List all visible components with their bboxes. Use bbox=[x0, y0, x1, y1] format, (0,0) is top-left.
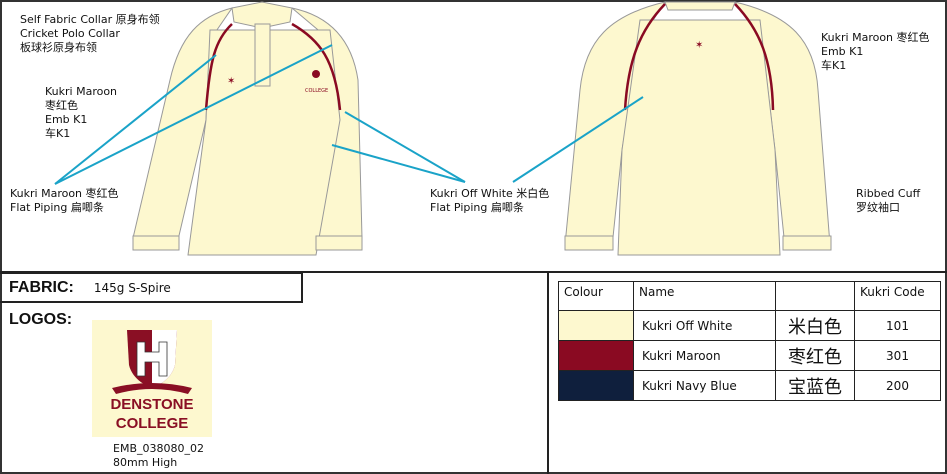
back-shirt: ✶ bbox=[564, 1, 832, 256]
table-row: Kukri Navy Blue 宝蓝色 200 bbox=[558, 370, 941, 401]
annotation-line: Ribbed Cuff bbox=[856, 187, 921, 200]
logo-code: EMB_038080_02 bbox=[113, 442, 204, 455]
placket bbox=[254, 23, 271, 87]
annotation-line: Cricket Polo Collar bbox=[20, 27, 120, 40]
annotation-line: Kukri Maroon 枣红色 bbox=[10, 187, 119, 200]
back-left-cuff bbox=[564, 235, 614, 251]
divider-horizontal bbox=[0, 271, 947, 273]
annotation-line: 车K1 bbox=[821, 59, 847, 72]
annotation-line: 车K1 bbox=[45, 127, 71, 140]
maroon-piping-back bbox=[623, 3, 775, 111]
colour-name: Kukri Navy Blue bbox=[633, 370, 776, 401]
annotation-line: Emb K1 bbox=[45, 113, 88, 126]
front-left-cuff bbox=[132, 235, 180, 251]
colour-name-cn: 米白色 bbox=[775, 310, 855, 341]
collar-annotation: Self Fabric Collar 原身布领 Cricket Polo Col… bbox=[20, 13, 160, 55]
colour-name-cn: 枣红色 bbox=[775, 340, 855, 371]
annotation-line: Self Fabric Collar 原身布领 bbox=[20, 13, 160, 26]
logo-text-line: COLLEGE bbox=[115, 415, 189, 432]
annotation-line: Flat Piping 扁唧条 bbox=[10, 201, 104, 214]
front-emb-annotation: Kukri Maroon 枣红色 Emb K1 车K1 bbox=[45, 85, 117, 141]
offwhite-piping-annotation: Kukri Off White 米白色 Flat Piping 扁唧条 bbox=[430, 187, 549, 215]
denstone-logo: DENSTONE COLLEGE bbox=[92, 320, 212, 437]
garment-drawings: ✶ COLLEGE ✶ bbox=[54, 1, 832, 256]
svg-text:COLLEGE: COLLEGE bbox=[305, 88, 328, 94]
header-blank bbox=[775, 281, 855, 311]
logo-caption: EMB_038080_02 80mm High bbox=[113, 442, 204, 470]
colour-swatch bbox=[558, 370, 634, 401]
logos-label: LOGOS: bbox=[9, 311, 73, 328]
fabric-value: 145g S-Spire bbox=[93, 280, 171, 295]
colour-code: 101 bbox=[854, 310, 941, 341]
collar bbox=[231, 1, 293, 29]
front-right-cuff bbox=[315, 235, 363, 251]
svg-text:✶: ✶ bbox=[227, 76, 235, 87]
table-row: Kukri Off White 米白色 101 bbox=[558, 310, 941, 341]
back-body bbox=[617, 19, 781, 256]
annotation-line: 板球衫原身布领 bbox=[20, 41, 97, 54]
front-body bbox=[187, 29, 341, 256]
colour-code: 301 bbox=[854, 340, 941, 371]
colour-swatch bbox=[558, 340, 634, 371]
header-code: Kukri Code bbox=[854, 281, 941, 311]
cuff-annotation: Ribbed Cuff 罗纹袖口 bbox=[856, 187, 920, 215]
table-row: Kukri Maroon 枣红色 301 bbox=[558, 340, 941, 371]
annotation-line: Emb K1 bbox=[821, 45, 864, 58]
back-right-cuff bbox=[782, 235, 832, 251]
back-emb-annotation: Kukri Maroon 枣红色 Emb K1 车K1 bbox=[821, 31, 930, 73]
annotation-line: Kukri Maroon 枣红色 bbox=[821, 31, 930, 44]
svg-text:✶: ✶ bbox=[695, 40, 703, 51]
annotation-line: Kukri Maroon bbox=[45, 85, 118, 98]
colour-table: Colour Name Kukri Code Kukri Off White 米… bbox=[558, 281, 941, 401]
annotation-line: 罗纹袖口 bbox=[856, 201, 900, 214]
annotation-line: 枣红色 bbox=[45, 99, 78, 112]
pointer-lines bbox=[54, 44, 644, 185]
logo-text-line: DENSTONE bbox=[110, 396, 194, 413]
divider-vertical bbox=[547, 271, 549, 474]
table-header-row: Colour Name Kukri Code bbox=[558, 281, 941, 311]
fabric-label: FABRIC: bbox=[9, 278, 74, 296]
maroon-piping-front bbox=[204, 22, 342, 111]
logo-size: 80mm High bbox=[113, 456, 178, 469]
header-name: Name bbox=[633, 281, 776, 311]
front-shirt: ✶ COLLEGE bbox=[132, 1, 363, 256]
maroon-piping-annotation: Kukri Maroon 枣红色 Flat Piping 扁唧条 bbox=[10, 187, 119, 215]
annotation-line: Flat Piping 扁唧条 bbox=[430, 201, 524, 214]
colour-name-cn: 宝蓝色 bbox=[775, 370, 855, 401]
fabric-box: FABRIC: 145g S-Spire bbox=[0, 272, 303, 303]
header-colour: Colour bbox=[558, 281, 634, 311]
colour-name: Kukri Maroon bbox=[633, 340, 776, 371]
colour-name: Kukri Off White bbox=[633, 310, 776, 341]
crest-icon bbox=[112, 330, 192, 394]
colour-code: 200 bbox=[854, 370, 941, 401]
back-collar bbox=[664, 1, 736, 11]
annotation-line: Kukri Off White 米白色 bbox=[430, 187, 550, 200]
colour-swatch bbox=[558, 310, 634, 341]
